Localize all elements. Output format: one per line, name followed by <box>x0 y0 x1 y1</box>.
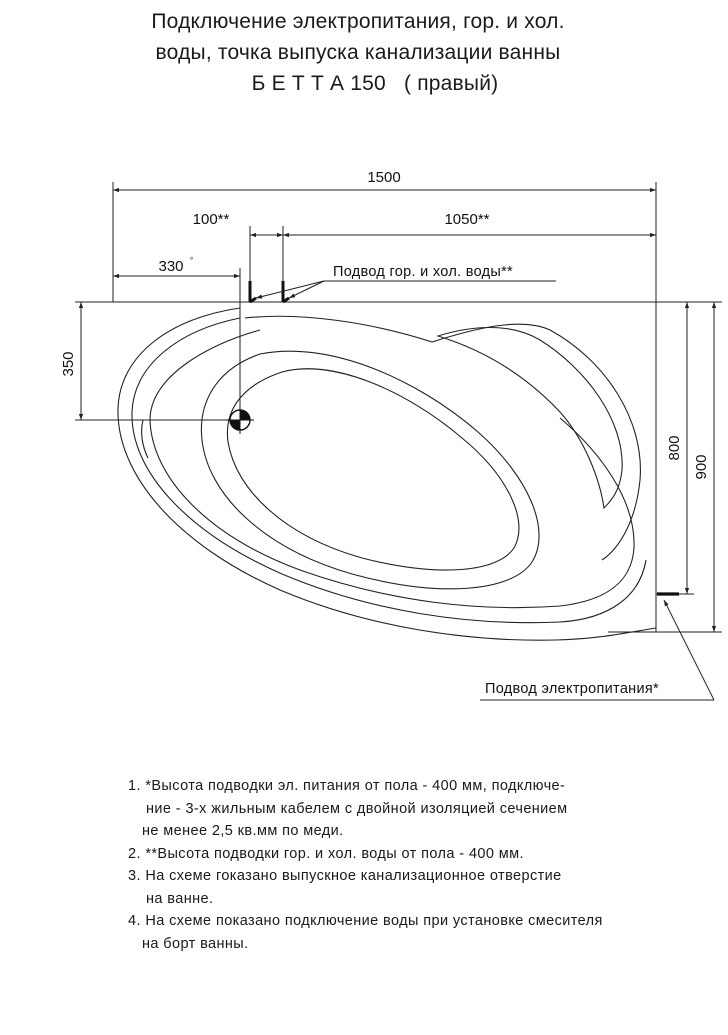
notes-list: 1. *Высота подводки эл. питания от пола … <box>128 775 718 955</box>
dimension-label-1050: 1050** <box>444 211 489 228</box>
water-supply-label: Подвод гор. и хол. воды** <box>333 264 513 280</box>
bathtub-shelf-outer <box>244 315 641 561</box>
water-leader-1 <box>255 280 325 299</box>
dimension-label-350: 350 <box>60 351 77 376</box>
diagram-title: Подключение электропитания, гор. и хол. … <box>0 6 728 99</box>
title-line-2: воды, точка выпуска канализации ванны <box>155 41 561 64</box>
bathtub-shelf-inner <box>436 327 623 510</box>
title-line-1: Подключение электропитания, гор. и хол. <box>151 10 565 33</box>
note-3-line-2: на ванне. <box>146 890 214 907</box>
dimension-label-330: 330 <box>158 258 183 275</box>
note-3-line-1: 3. На схеме гоказано выпускное канализац… <box>128 868 562 884</box>
bathtub-bowl <box>200 350 540 590</box>
power-leader <box>663 599 715 701</box>
title-line-3: Б Е Т Т А 150 ( правый) <box>251 72 499 95</box>
note-4-line-2: на борт ванны. <box>142 935 249 952</box>
drain-outlet-symbol <box>226 406 254 434</box>
note-1-line-2: ние - 3-х жильным кабелем с двойной изол… <box>146 800 568 817</box>
dimension-label-800: 800 <box>666 435 683 460</box>
note-2: 2. **Высота подводки гор. и хол. воды от… <box>128 845 524 862</box>
hot-water-pipe <box>248 281 257 304</box>
water-leader-2 <box>288 280 325 299</box>
bathtub-rim-line-3 <box>149 329 635 609</box>
bathtub-left-rim <box>141 419 149 459</box>
dimension-label-100: 100** <box>193 211 230 228</box>
faint-mark-330: ° <box>190 256 193 265</box>
note-4-line-1: 4. На схеме показано подключение воды пр… <box>128 913 603 929</box>
bathtub-rim-line-2 <box>131 317 647 624</box>
bathtub-outer-rim <box>117 307 657 641</box>
dimension-label-900: 900 <box>693 454 710 479</box>
dimension-label-1500: 1500 <box>367 169 400 186</box>
note-1-line-1: 1. *Высота подводки эл. питания от пола … <box>128 778 566 794</box>
bathtub-bowl-inner <box>226 368 520 571</box>
power-supply-label: Подвод электропитания* <box>485 681 659 697</box>
note-1-line-3: не менее 2,5 кв.мм по меди. <box>142 823 344 839</box>
